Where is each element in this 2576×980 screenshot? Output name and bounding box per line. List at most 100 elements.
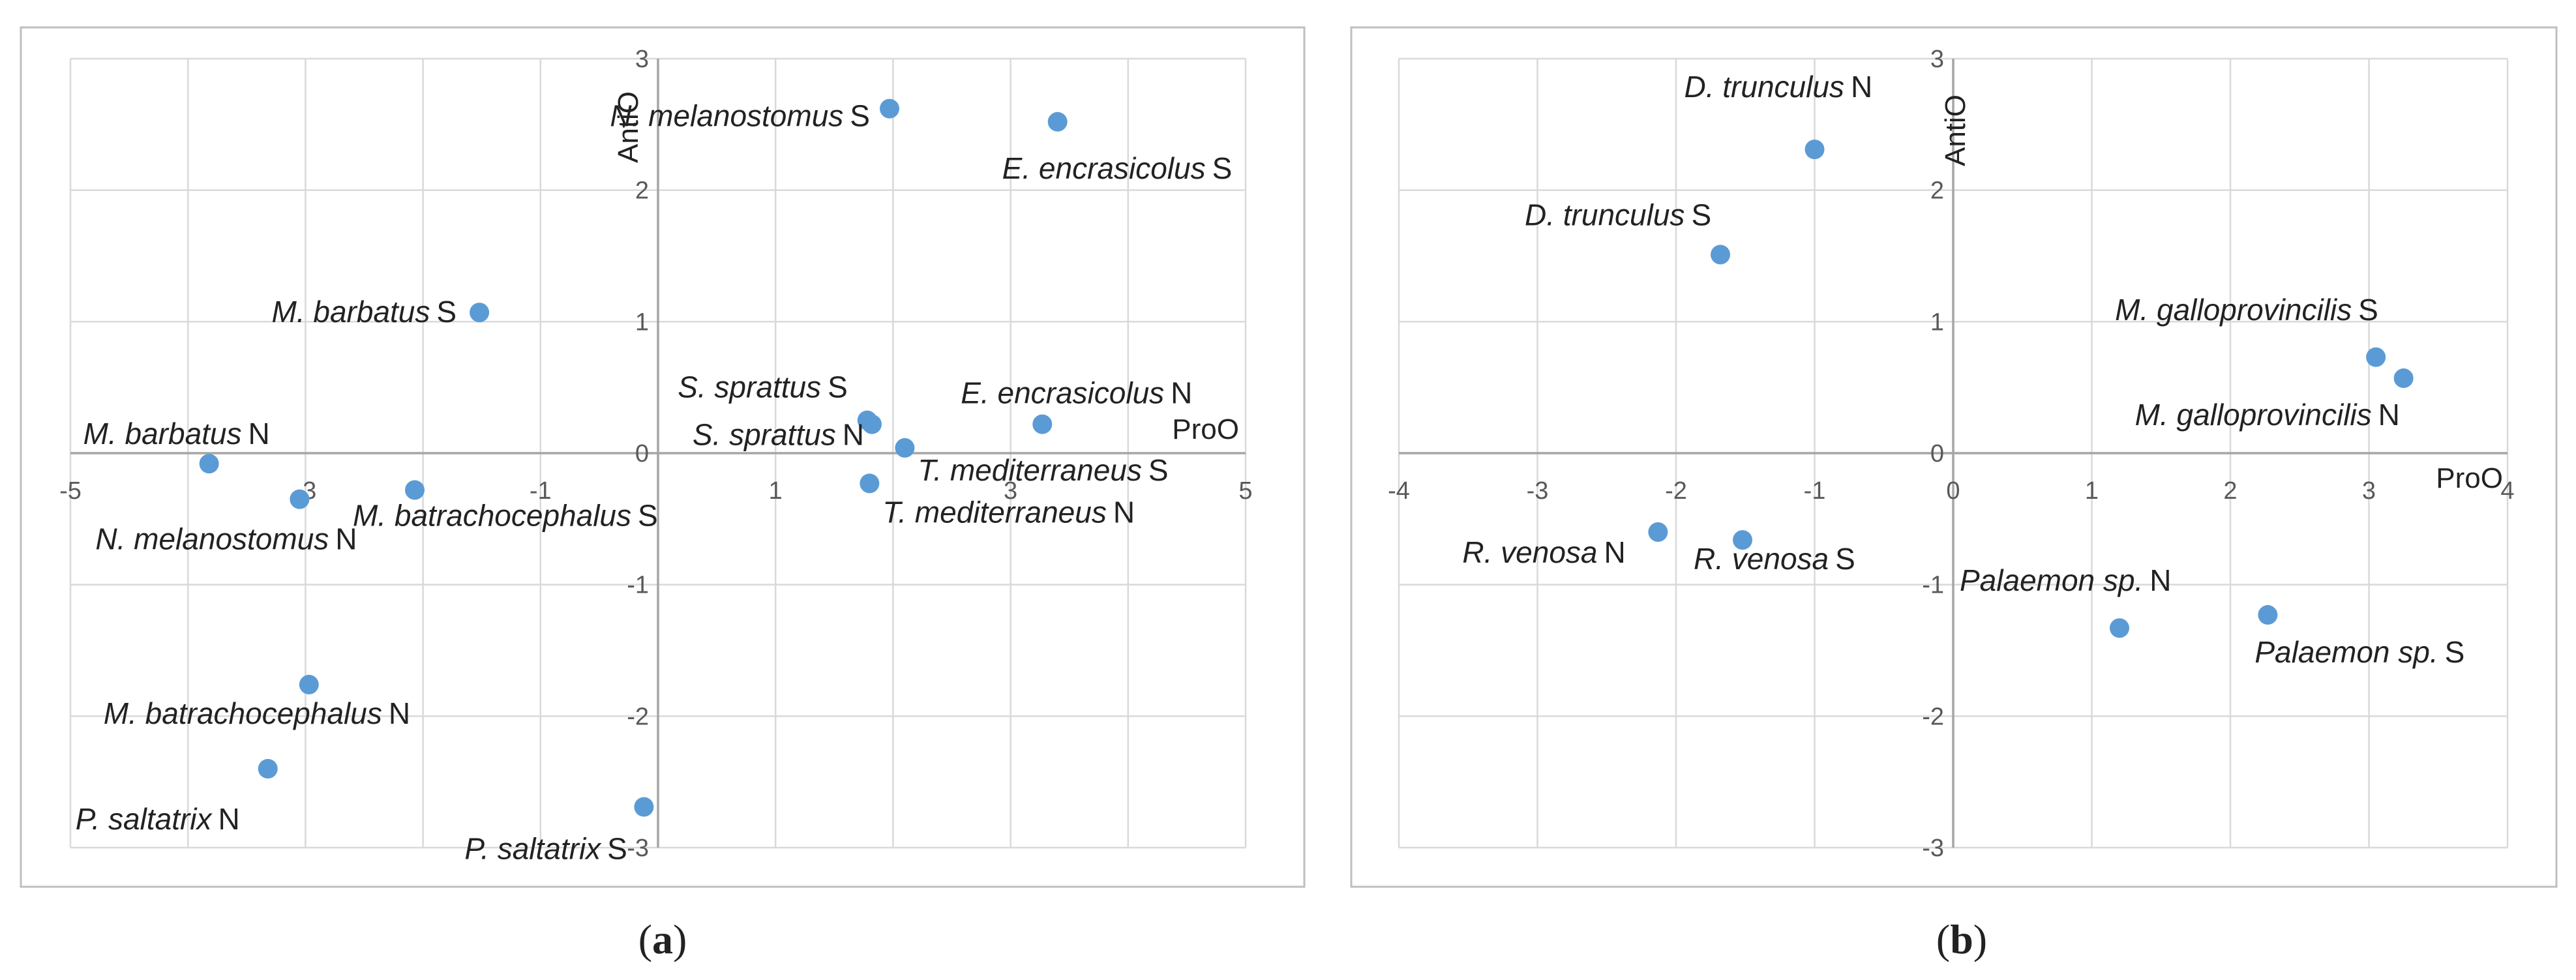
point-label-species: D. trunculus — [1685, 70, 1844, 104]
point-label-species: D. trunculus — [1525, 198, 1685, 231]
x-tick-label: 2 — [2223, 477, 2237, 505]
chart-frame — [20, 26, 1306, 888]
point-label-site: N — [1171, 376, 1192, 410]
data-point — [1047, 111, 1068, 132]
y-tick-label: 0 — [1930, 440, 1944, 468]
point-label-site: S — [2358, 293, 2378, 327]
data-point — [1733, 530, 1752, 550]
x-tick-label: -5 — [59, 477, 82, 505]
y-tick-label: -2 — [1922, 703, 1944, 730]
point-label-species: T. mediterraneus — [918, 453, 1141, 487]
x-tick-label: 0 — [1946, 477, 1960, 505]
point-label-species: N. melanostomus — [95, 522, 329, 556]
point-label-species: E. encrasicolus — [1002, 151, 1206, 185]
point-label-site: N — [218, 802, 240, 836]
x-tick-label: 3 — [2362, 477, 2376, 505]
y-tick-label: 1 — [635, 308, 649, 336]
point-label-species: M. barbatus — [83, 417, 242, 451]
point-label-species: M. barbatus — [272, 295, 430, 329]
panel-label: (a) — [638, 916, 687, 962]
data-point — [1032, 414, 1053, 434]
data-point — [2366, 347, 2386, 367]
point-label-species: M. galloprovincilis — [2115, 293, 2352, 327]
point-label-site: S — [1691, 198, 1711, 231]
point-label-species: E. encrasicolus — [961, 376, 1164, 410]
x-tick-label: -1 — [1804, 477, 1826, 505]
y-tick-label: 3 — [635, 46, 649, 73]
point-label-species: S. sprattus — [678, 370, 821, 404]
data-point — [299, 674, 319, 694]
x-tick-label: -1 — [530, 477, 552, 505]
point-label-species: S. sprattus — [693, 418, 836, 452]
point-label-site: N — [1604, 535, 1626, 569]
point-label: Palaemon sp.N — [1960, 563, 2172, 597]
point-label-site: S — [850, 99, 870, 133]
data-point — [2258, 605, 2278, 625]
data-point — [1711, 245, 1730, 265]
point-label-site: S — [1148, 453, 1169, 487]
point-label: Palaemon sp.S — [2254, 635, 2464, 669]
point-label-species: P. saltatrix — [76, 802, 213, 836]
data-point — [861, 414, 882, 434]
data-point — [1648, 522, 1668, 542]
point-label-species: Palaemon sp. — [1960, 563, 2143, 597]
data-point — [199, 454, 219, 474]
x-axis-title: ProO — [2436, 462, 2503, 494]
point-label-species: N. melanostomus — [610, 99, 843, 133]
point-label-site: S — [638, 498, 658, 532]
panel-label-open-paren: ( — [638, 916, 652, 962]
panel-label: (b) — [1936, 916, 1987, 962]
point-label-species: M. batrachocephalus — [353, 498, 631, 532]
y-tick-label: -3 — [1922, 835, 1944, 862]
point-label-site: N — [2378, 398, 2400, 432]
data-point — [1805, 140, 1825, 160]
data-point — [879, 98, 899, 119]
point-label-species: P. saltatrix — [464, 831, 602, 865]
y-tick-label: 2 — [1930, 177, 1944, 205]
x-tick-label: 1 — [2085, 477, 2099, 505]
x-tick-label: -2 — [1665, 477, 1687, 505]
point-label-species: M. batrachocephalus — [104, 696, 382, 730]
point-label-site: S — [2445, 635, 2465, 669]
y-axis-title: AntiO — [1939, 95, 1971, 166]
y-axis-title: AntiO — [612, 91, 644, 163]
point-label-site: N — [1851, 70, 1872, 104]
data-point — [2110, 618, 2129, 638]
point-label-site: S — [436, 295, 457, 329]
point-label-species: T. mediterraneus — [882, 495, 1106, 529]
x-tick-label: 5 — [1238, 477, 1252, 505]
data-point — [404, 480, 425, 500]
y-tick-label: 0 — [635, 440, 649, 468]
x-tick-label: -3 — [1527, 477, 1549, 505]
y-tick-label: -1 — [1922, 572, 1944, 599]
point-label-species: R. venosa — [1694, 542, 1829, 576]
y-tick-label: 3 — [1930, 46, 1944, 73]
data-point — [634, 797, 654, 817]
point-label-site: S — [828, 370, 848, 404]
data-point — [2393, 368, 2414, 389]
point-label-site: S — [607, 831, 627, 865]
data-point — [290, 489, 310, 509]
data-point — [860, 473, 880, 494]
point-label-species: Palaemon sp. — [2254, 635, 2438, 669]
